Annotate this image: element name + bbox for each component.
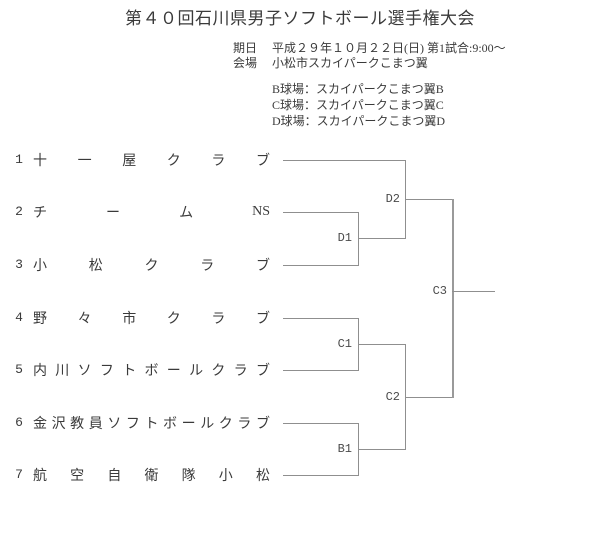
team-name-char: ト bbox=[144, 417, 159, 432]
team-connector-line bbox=[283, 160, 406, 161]
match-output-line bbox=[405, 199, 453, 200]
team-name-char: ラ bbox=[233, 364, 248, 379]
match-label-d1: D1 bbox=[337, 231, 352, 245]
team-name-char: 衛 bbox=[144, 469, 159, 484]
team-name-char: ラ bbox=[211, 312, 226, 327]
match-label-c2: C2 bbox=[385, 390, 400, 404]
match-output-line bbox=[452, 291, 495, 292]
team-name: 十一屋クラブ bbox=[33, 151, 270, 169]
team-name-char: 沢 bbox=[51, 417, 66, 432]
team-name-char: 自 bbox=[107, 469, 122, 484]
team-name: 内川ソフトボールクラブ bbox=[33, 361, 270, 379]
team-seed: 1 bbox=[15, 152, 23, 167]
team-name-char: ク bbox=[218, 417, 233, 432]
team-name-char: 内 bbox=[33, 364, 47, 379]
team-name-char: ラ bbox=[200, 259, 215, 274]
team-name-char: ク bbox=[166, 154, 181, 169]
team-name-char: フ bbox=[125, 417, 140, 432]
match-label-c1: C1 bbox=[337, 337, 352, 351]
team-connector-line bbox=[283, 212, 359, 213]
team-name-char: ボ bbox=[163, 417, 178, 432]
team-name-char: 教 bbox=[70, 417, 85, 432]
field-line-c: C球場：スカイパークこまつ翼C bbox=[272, 98, 444, 112]
match-output-line bbox=[358, 449, 405, 450]
date-label: 期日 bbox=[233, 41, 258, 55]
team-name-char: ブ bbox=[255, 417, 270, 432]
date-row: 期日 平成２９年１０月２２日(日) 第1試合:9:00～ bbox=[233, 41, 506, 56]
team-name-char: 川 bbox=[55, 364, 70, 379]
team-seed: 7 bbox=[15, 467, 23, 482]
team-name-char: ー bbox=[181, 417, 196, 432]
event-info: 期日 平成２９年１０月２２日(日) 第1試合:9:00～ 会場 小松市スカイパー… bbox=[233, 41, 506, 129]
team-name-char: 屋 bbox=[122, 154, 137, 169]
team-name-char: ラ bbox=[211, 154, 226, 169]
team-name: チ ー ム NS bbox=[33, 203, 270, 221]
team-name-char: ム bbox=[179, 206, 194, 221]
team-connector-line bbox=[283, 475, 359, 476]
team-connector-line bbox=[283, 370, 359, 371]
field-list: B球場：スカイパークこまつ翼B C球場：スカイパークこまつ翼C D球場：スカイパ… bbox=[272, 81, 506, 129]
team-name-char: ー bbox=[166, 364, 181, 379]
match-output-line bbox=[405, 397, 453, 398]
team-connector-line bbox=[283, 265, 359, 266]
venue-value: 小松市スカイパークこまつ翼 bbox=[272, 56, 428, 70]
team-name-char: 員 bbox=[88, 417, 103, 432]
venue-label: 会場 bbox=[233, 56, 258, 70]
team-name-char: 空 bbox=[70, 469, 85, 484]
page-title: 第４０回石川県男子ソフトボール選手権大会 bbox=[125, 9, 475, 28]
match-output-line bbox=[358, 344, 405, 345]
team-name-char: ー bbox=[106, 206, 121, 221]
team-name-char: 金 bbox=[33, 417, 47, 432]
match-label-d2: D2 bbox=[385, 192, 400, 206]
team-seed: 3 bbox=[15, 257, 23, 272]
match-bracket-line bbox=[358, 212, 359, 266]
team-name: 航空自衛隊小松 bbox=[33, 466, 270, 484]
team-seed: 6 bbox=[15, 415, 23, 430]
team-connector-line bbox=[283, 318, 359, 319]
team-name-char: 十 bbox=[33, 154, 47, 169]
team-name-char: 航 bbox=[33, 469, 47, 484]
team-name-char: ソ bbox=[77, 364, 92, 379]
team-name-char: 市 bbox=[122, 312, 137, 327]
field-line-b: B球場：スカイパークこまつ翼B bbox=[272, 82, 444, 96]
team-name-char: チ bbox=[33, 206, 47, 221]
team-seed: 2 bbox=[15, 204, 23, 219]
team-name-char: ク bbox=[211, 364, 226, 379]
team-name-char: 隊 bbox=[181, 469, 196, 484]
venue-row: 会場 小松市スカイパークこまつ翼 bbox=[233, 56, 506, 71]
team-connector-line bbox=[283, 423, 359, 424]
team-name-char: ル bbox=[200, 417, 215, 432]
team-name: 小松クラブ bbox=[33, 256, 270, 274]
team-name-char: ク bbox=[166, 312, 181, 327]
match-label-b1: B1 bbox=[337, 442, 352, 456]
team-name-char: 松 bbox=[255, 469, 270, 484]
team-name-char: ソ bbox=[107, 417, 122, 432]
team-name-char: ブ bbox=[255, 312, 270, 327]
team-name-char: ボ bbox=[144, 364, 159, 379]
team-name-char: 小 bbox=[33, 259, 47, 274]
team-name-char: 野 bbox=[33, 312, 47, 327]
team-name-char: ル bbox=[189, 364, 204, 379]
team-name-char: ブ bbox=[255, 154, 270, 169]
match-output-line bbox=[358, 238, 405, 239]
field-line-d: D球場：スカイパークこまつ翼D bbox=[272, 114, 446, 128]
date-value: 平成２９年１０月２２日(日) 第1試合:9:00～ bbox=[272, 41, 506, 55]
team-name-char: 々 bbox=[77, 312, 92, 327]
team-seed: 5 bbox=[15, 362, 23, 377]
team-name-char: 松 bbox=[88, 259, 103, 274]
team-name-char: ブ bbox=[256, 259, 270, 274]
team-name: 野々市クラブ bbox=[33, 309, 270, 327]
team-name-char: ト bbox=[122, 364, 137, 379]
team-name-char: ブ bbox=[255, 364, 270, 379]
team-name-char: 小 bbox=[218, 469, 233, 484]
team-name-char: NS bbox=[252, 204, 270, 219]
team-name-char: 一 bbox=[77, 154, 92, 169]
match-bracket-line bbox=[452, 199, 454, 398]
match-label-c3: C3 bbox=[432, 284, 447, 298]
team-name: 金沢教員ソフトボールクラブ bbox=[33, 414, 270, 432]
team-seed: 4 bbox=[15, 310, 23, 325]
team-name-char: フ bbox=[99, 364, 114, 379]
team-name-char: ラ bbox=[237, 417, 252, 432]
team-name-char: ク bbox=[144, 259, 159, 274]
